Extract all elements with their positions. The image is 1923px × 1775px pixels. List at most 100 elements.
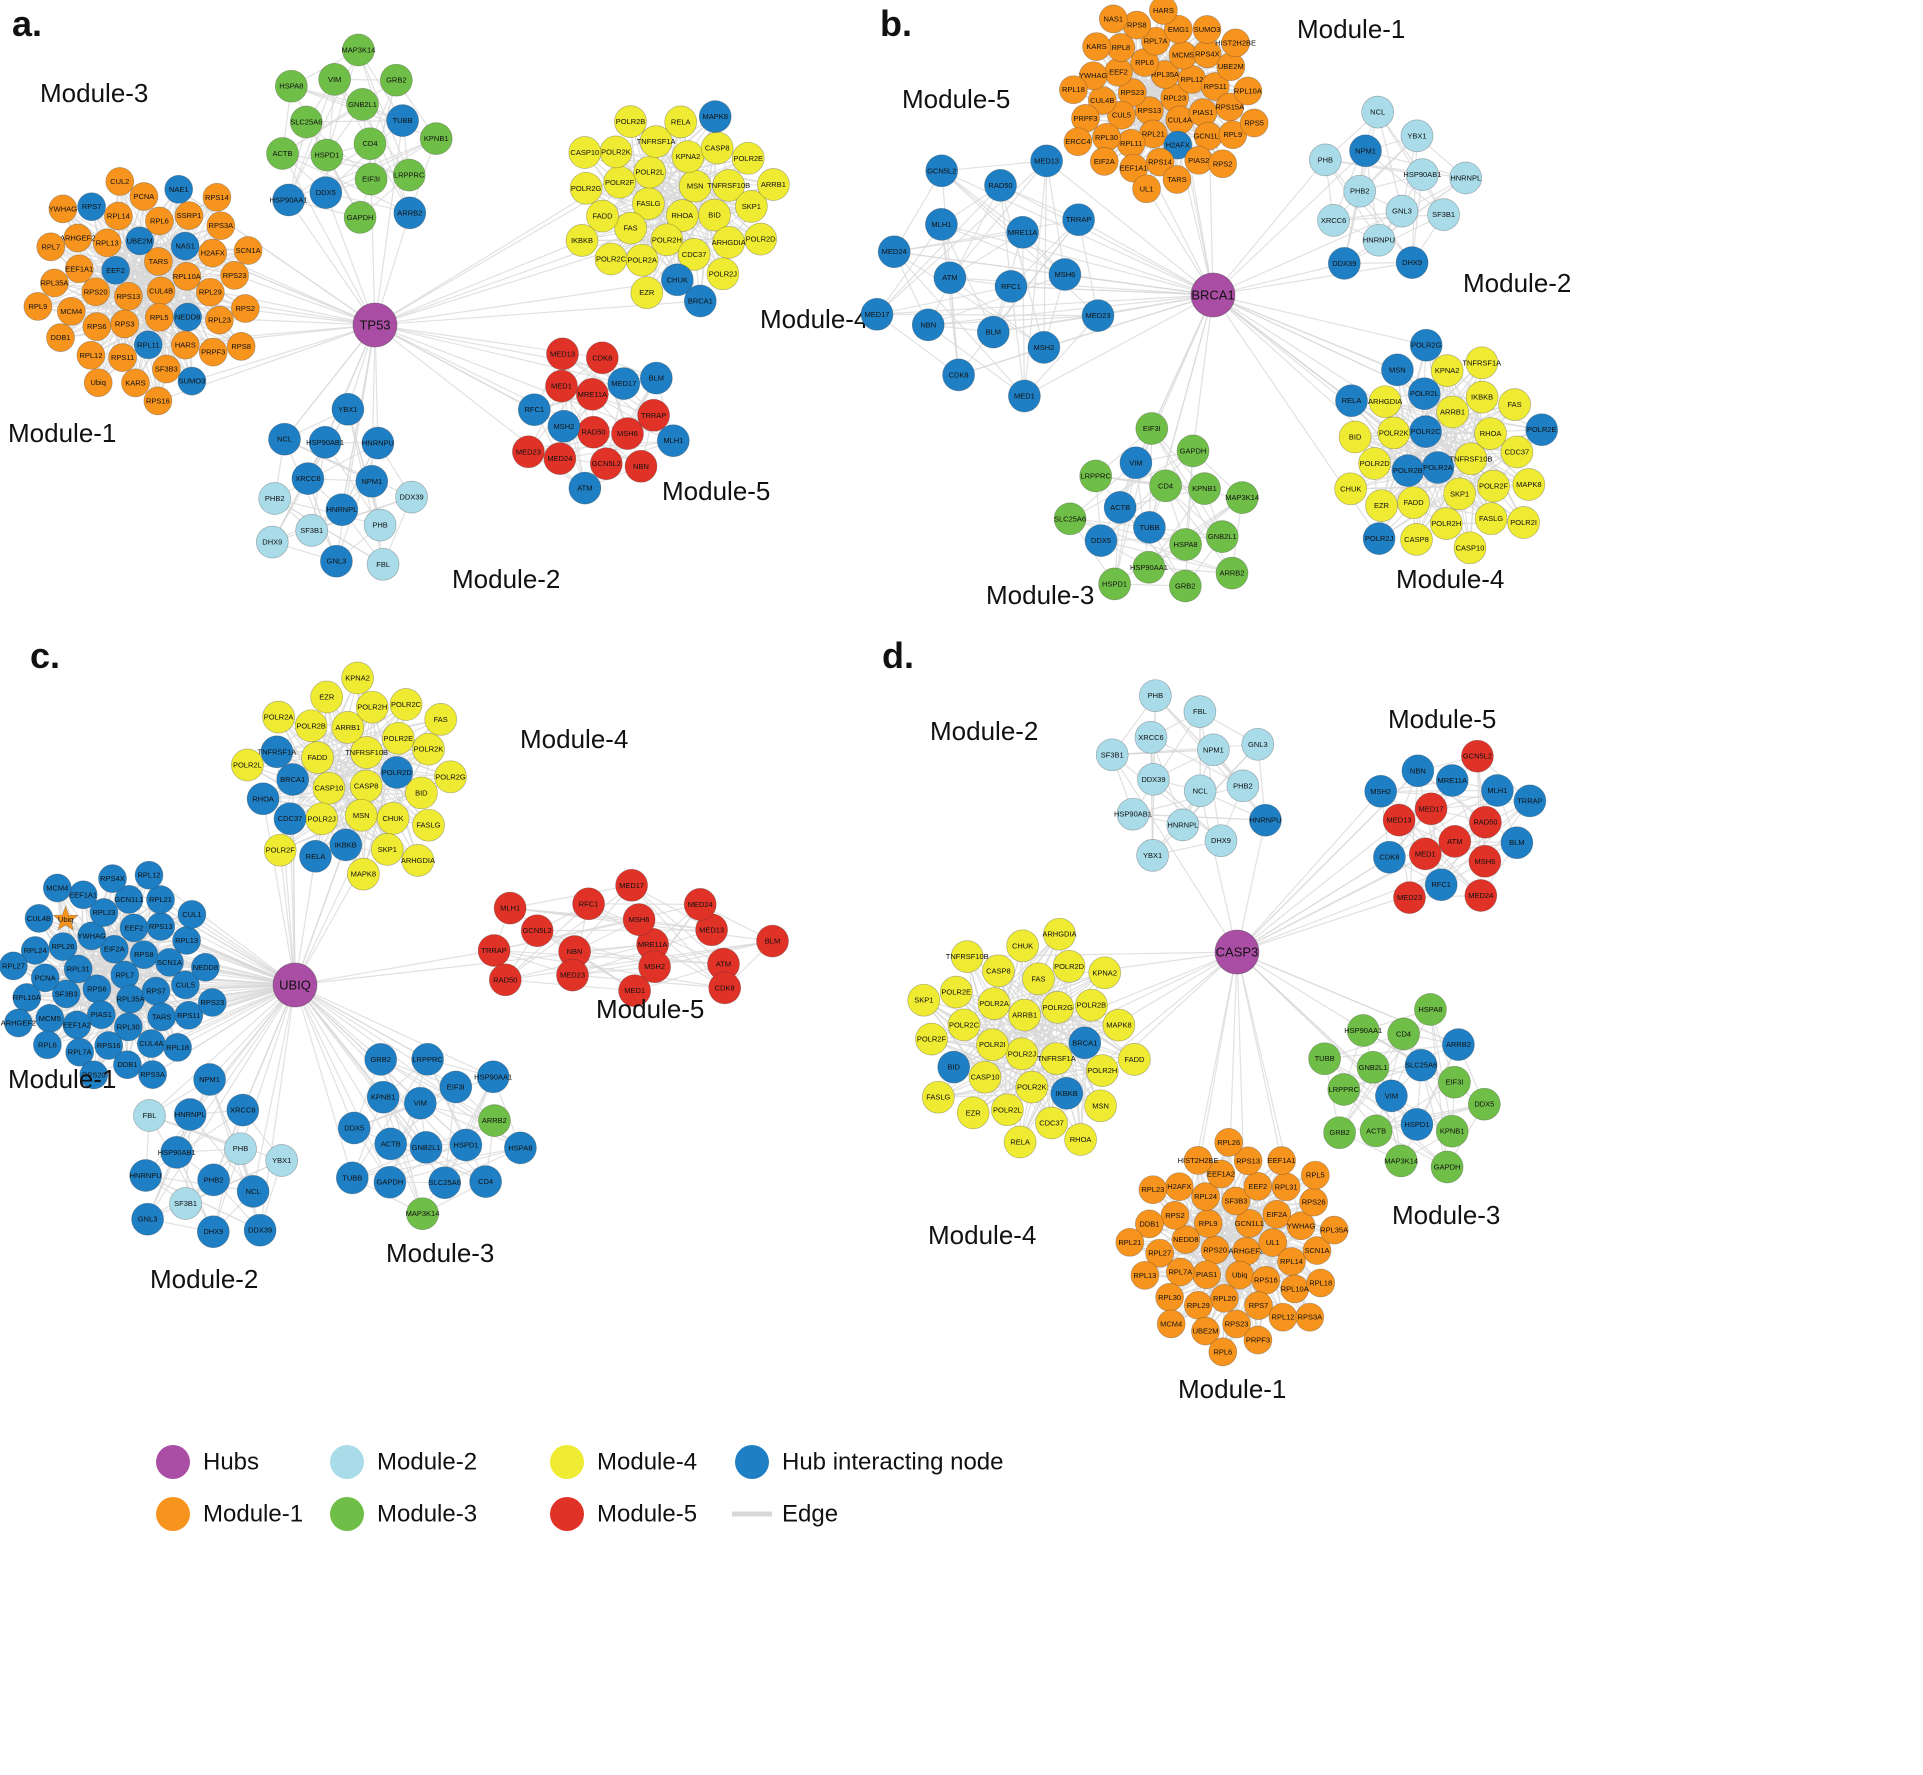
edge xyxy=(1409,821,1486,899)
node-RPS15A xyxy=(1215,92,1245,122)
edge xyxy=(148,874,296,986)
node-label: SKP1 xyxy=(742,202,761,211)
node-YWHAG xyxy=(1286,1211,1316,1241)
node-label: RPL29 xyxy=(199,288,222,297)
edge xyxy=(1324,1058,1418,1125)
node-label: EEF1A1 xyxy=(65,264,93,273)
node-UL1 xyxy=(1132,174,1161,204)
node-label: ARHGDIA xyxy=(712,238,746,247)
node-label: MCM5 xyxy=(1172,51,1194,60)
edge xyxy=(494,949,724,965)
node-SF3B3 xyxy=(51,979,81,1009)
node-label: RPS2 xyxy=(1213,159,1233,168)
module-label: Module-4 xyxy=(1396,564,1504,594)
node-label: FBL xyxy=(1193,707,1207,716)
legend-swatch-module-4 xyxy=(550,1445,584,1479)
node-label: UBE2M xyxy=(1193,1327,1219,1336)
legend-label: Module-3 xyxy=(377,1501,477,1528)
node-SLC25A6 xyxy=(428,1166,462,1200)
node-ACTB xyxy=(374,1127,408,1161)
node-SLC25A6 xyxy=(1404,1048,1438,1082)
node-label: SUMO3 xyxy=(179,377,206,386)
node-MSN xyxy=(1381,353,1414,387)
panel-d-module-1: ARHGEF2RPS20GCN1L1UbiqRPL9UL1PIAS1SF3B3R… xyxy=(1115,1128,1349,1367)
node-label: SUMO3 xyxy=(1194,25,1221,34)
panel-d-module-3: VIMSLC25A6HSPD1GNB2L1EIF3IACTBCD4KPNB1LR… xyxy=(1308,993,1501,1184)
edge xyxy=(1078,219,1214,296)
node-TRRAP xyxy=(1062,203,1095,237)
panel-a-module-1: CUL4BRPS13TARSRPL5EEF2RPL10ARPS3UBE2MNED… xyxy=(23,167,263,416)
edge xyxy=(572,940,773,976)
edge xyxy=(1332,111,1379,221)
node-HNRNPL xyxy=(173,1098,207,1131)
node-label: MSH6 xyxy=(1054,270,1075,279)
edge xyxy=(876,313,1099,317)
node-POLR2K xyxy=(412,732,445,766)
node-label: ARRB2 xyxy=(1219,569,1244,578)
edge xyxy=(1148,428,1153,528)
node-BRCA1 xyxy=(683,284,717,318)
node-POLR2B xyxy=(1391,454,1425,487)
node-label: RPL14 xyxy=(107,212,130,221)
node-label: SF3B3 xyxy=(55,989,78,998)
node-CASP8 xyxy=(982,954,1015,988)
node-label: CASP8 xyxy=(705,144,730,153)
node-HNRNPU xyxy=(129,1159,163,1192)
node-EIF3I xyxy=(1438,1065,1471,1099)
node-RPL5 xyxy=(1300,1160,1330,1190)
edge xyxy=(1212,262,1345,296)
node-RPS8 xyxy=(226,332,256,361)
edge xyxy=(112,878,296,986)
node-NEDD8 xyxy=(191,952,220,982)
node-label: POLR2B xyxy=(296,721,326,730)
edge xyxy=(1010,286,1025,397)
node-HSP90AA1 xyxy=(272,183,305,217)
node-LRPPRC xyxy=(1327,1073,1361,1106)
node-RPS11 xyxy=(108,343,137,372)
node-label: NPM1 xyxy=(1355,146,1376,155)
node-label: SKP1 xyxy=(378,845,397,854)
edge xyxy=(294,984,355,1129)
node-label: SLC25A6 xyxy=(1054,514,1086,523)
node-VIM xyxy=(403,1086,437,1120)
node-EEF1A1 xyxy=(1267,1146,1296,1175)
node-label: RPL11 xyxy=(1120,139,1142,148)
node-RPL7 xyxy=(36,232,66,262)
node-FBL xyxy=(1183,695,1217,728)
node-label: TUBB xyxy=(393,116,413,125)
node-label: MED1 xyxy=(1415,849,1436,858)
node-SLC25A6 xyxy=(1053,502,1087,536)
node-POLR2H xyxy=(1085,1054,1119,1087)
edge xyxy=(294,949,495,986)
node-PHB2 xyxy=(197,1163,230,1197)
node-label: MRE11A xyxy=(638,940,667,949)
edge xyxy=(1132,813,1266,821)
node-HSPA8 xyxy=(1414,993,1447,1026)
node-SKP1 xyxy=(735,190,768,223)
node-CUL1 xyxy=(177,900,207,929)
edge xyxy=(374,239,583,326)
node-YWHAG xyxy=(77,921,107,951)
node-label: PIAS1 xyxy=(1196,1270,1217,1279)
node-GNL3 xyxy=(131,1202,164,1236)
panel-label-d: d. xyxy=(882,635,914,676)
node-label: RPS6 xyxy=(87,322,107,331)
edge xyxy=(1046,160,1214,296)
module-label: Module-1 xyxy=(1297,14,1405,44)
node-label: MAP3K14 xyxy=(406,1209,440,1218)
node-XRCC6 xyxy=(1317,204,1350,237)
node-POLR2H xyxy=(650,223,684,257)
node-label: TRRAP xyxy=(1517,796,1542,805)
node-POLR2K xyxy=(1377,416,1411,450)
node-label: RPL30 xyxy=(1158,1293,1181,1302)
node-HSP90AA1 xyxy=(476,1060,510,1094)
edge xyxy=(325,138,437,194)
node-label: TRRAP xyxy=(481,946,506,955)
node-label: CHUK xyxy=(667,275,688,284)
node-label: RPL6 xyxy=(1135,58,1154,67)
node-label: RPS15A xyxy=(1215,102,1244,111)
legend-label: Module-2 xyxy=(377,1449,477,1476)
node-CDK8 xyxy=(585,341,619,375)
node-TUBB xyxy=(1308,1042,1341,1076)
